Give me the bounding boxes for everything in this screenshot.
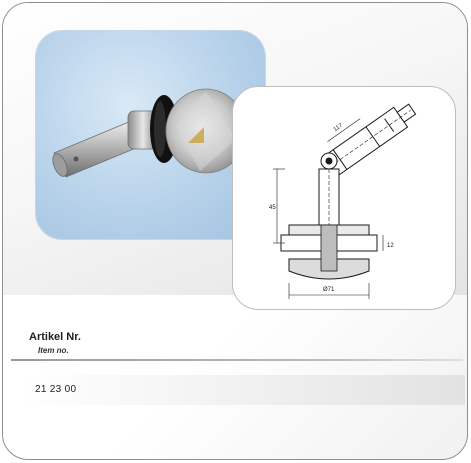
svg-text:12: 12 [387, 243, 394, 249]
drawing-arm: 117 [322, 103, 417, 178]
article-number-label: Artikel Nr. [29, 331, 81, 343]
technical-drawing: 117 45 12 Ø71 [232, 86, 456, 310]
divider-line [11, 359, 463, 361]
item-number-label: Item no. [38, 346, 69, 355]
product-photo [36, 31, 265, 239]
product-card: 117 45 12 Ø71 [2, 2, 468, 460]
svg-text:Ø71: Ø71 [323, 287, 335, 293]
article-number-value: 21 23 00 [35, 384, 77, 395]
article-number-band [17, 375, 465, 405]
svg-text:45: 45 [269, 205, 276, 211]
svg-text:117: 117 [333, 122, 345, 133]
